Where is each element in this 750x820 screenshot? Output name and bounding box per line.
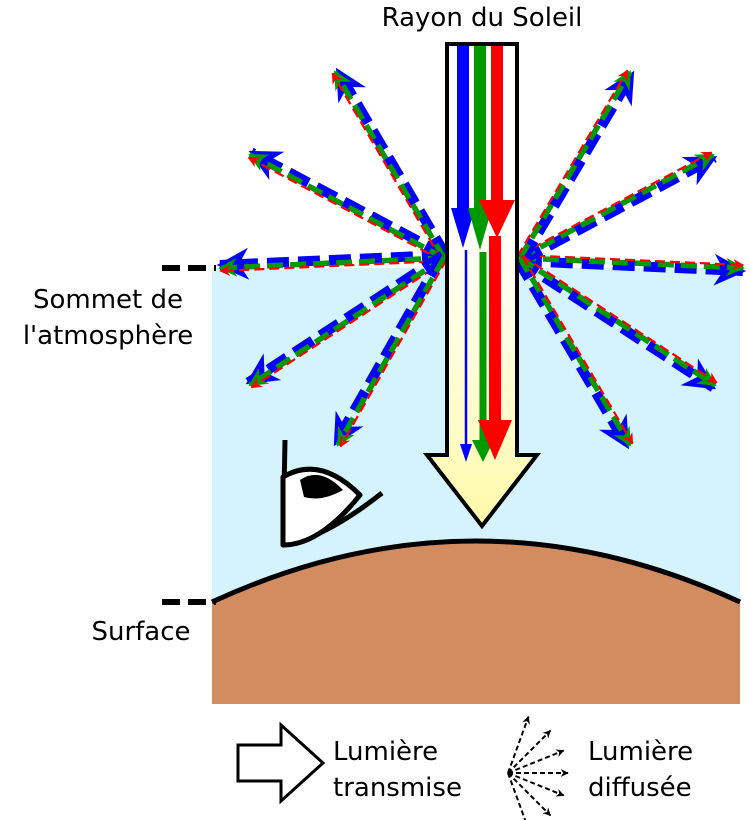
scattered-ray bbox=[218, 255, 445, 277]
legend-dashed-arrow bbox=[507, 729, 552, 774]
legend-scattered-label-line2: diffusée bbox=[588, 773, 692, 803]
legend-dashed-arrow bbox=[507, 772, 552, 817]
legend-scattered-label: Lumière bbox=[588, 737, 693, 767]
scattered-ray bbox=[516, 69, 629, 258]
scattered-ray bbox=[339, 258, 448, 448]
dashed-arrow-fan-icon bbox=[507, 715, 569, 820]
scattered-rays bbox=[216, 67, 747, 450]
scattered-ray bbox=[517, 256, 633, 447]
legend-dashed-arrow bbox=[507, 749, 565, 774]
sun-ray-label: Rayon du Soleil bbox=[382, 3, 583, 33]
surface-curve bbox=[210, 538, 742, 605]
scattered-ray bbox=[519, 153, 718, 266]
surface-label: Surface bbox=[91, 617, 190, 647]
eye-icon bbox=[280, 439, 384, 548]
scattered-ray bbox=[513, 256, 632, 450]
beam-color-bands bbox=[451, 46, 515, 462]
hollow-arrow-icon bbox=[236, 721, 326, 805]
scattered-ray bbox=[247, 156, 444, 262]
scattered-ray bbox=[219, 259, 445, 277]
scattered-ray bbox=[331, 254, 446, 447]
top-of-atmosphere-label-line2: l'atmosphère bbox=[23, 321, 193, 351]
scattered-ray bbox=[515, 256, 717, 392]
top-of-atmosphere-label: Sommet de bbox=[33, 285, 183, 315]
legend-dashed-arrow bbox=[507, 772, 565, 797]
scattered-ray bbox=[248, 152, 446, 261]
scattered-ray bbox=[518, 151, 713, 257]
scattered-ray bbox=[332, 70, 447, 260]
scattered-ray bbox=[519, 253, 747, 286]
scattered-ray bbox=[521, 255, 634, 445]
scattered-ray bbox=[520, 253, 745, 271]
scattered-ray bbox=[518, 255, 717, 388]
legend: Lumière transmise Lumière diffusée bbox=[236, 715, 693, 820]
scattered-ray bbox=[250, 259, 447, 389]
scattered-ray bbox=[331, 72, 443, 261]
scattered-ray bbox=[518, 152, 715, 261]
scattered-ray bbox=[335, 256, 447, 447]
ground bbox=[212, 541, 740, 704]
scattered-ray bbox=[518, 70, 637, 263]
scattered-ray bbox=[245, 251, 446, 387]
scattered-ray bbox=[216, 247, 445, 280]
legend-transmitted-label: Lumière bbox=[333, 737, 438, 767]
scattered-ray bbox=[521, 254, 718, 384]
scattered-ray bbox=[517, 70, 633, 260]
legend-dashed-arrow bbox=[507, 715, 530, 774]
scattered-ray bbox=[519, 255, 745, 277]
scattered-ray bbox=[248, 255, 446, 388]
scattered-ray bbox=[248, 147, 448, 260]
scattered-ray bbox=[333, 67, 451, 260]
legend-transmitted-label-line2: transmise bbox=[333, 773, 462, 803]
